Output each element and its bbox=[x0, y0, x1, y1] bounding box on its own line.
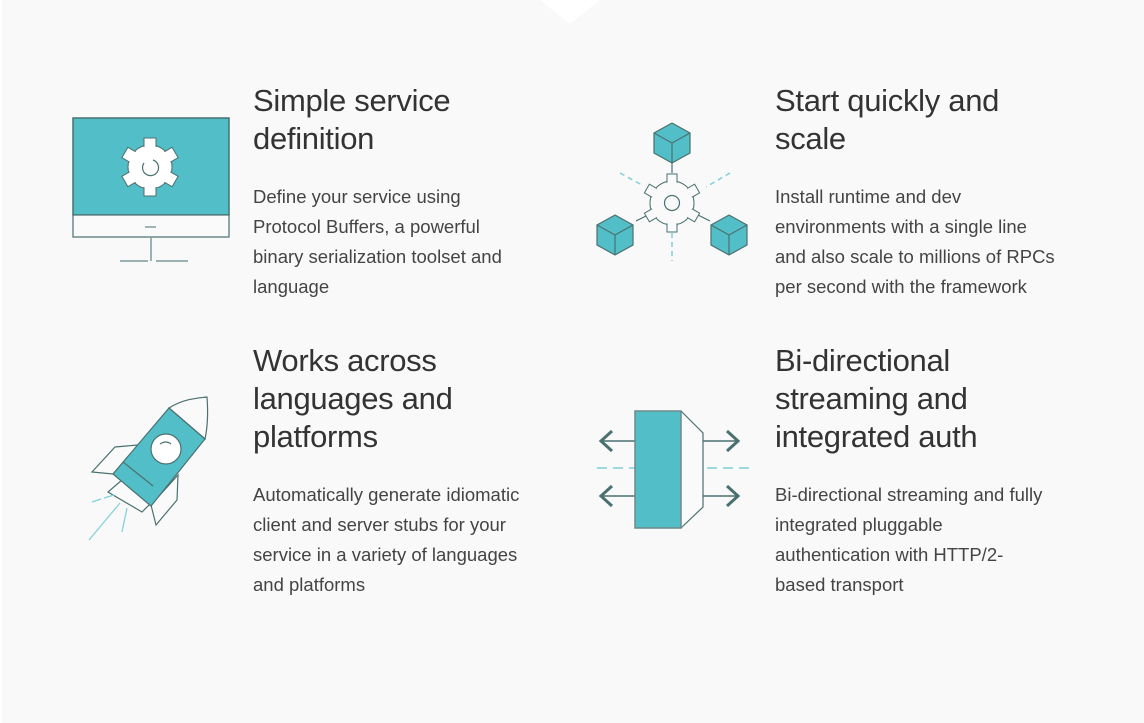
gear-cubes-icon bbox=[596, 122, 748, 261]
bidirectional-arrows-icon bbox=[597, 410, 750, 529]
page-edge bbox=[0, 0, 2, 723]
rocket-icon bbox=[88, 396, 209, 541]
monitor-gear-icon bbox=[72, 117, 230, 262]
section-notch bbox=[540, 0, 600, 24]
